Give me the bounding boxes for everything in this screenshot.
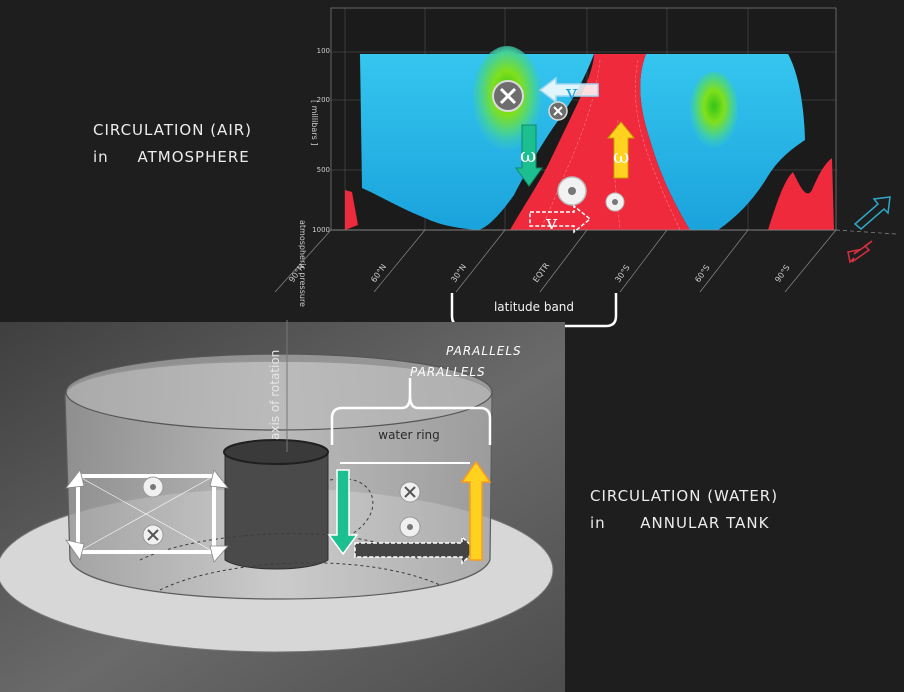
pressure-tick-100: 100 xyxy=(317,47,330,55)
latitude-tick-30s: 30°S xyxy=(613,263,631,284)
v-lower-arrow-icon xyxy=(529,204,592,234)
flow-into-page-icon xyxy=(492,80,524,112)
omega-down-arrow-icon xyxy=(515,124,543,187)
tank-rim xyxy=(65,353,493,431)
water-ring-label: water ring xyxy=(378,428,440,442)
omega-up-arrow-icon xyxy=(606,121,636,179)
inner-cylinder-top xyxy=(223,439,329,465)
parallels-upper-label: PARALLELS xyxy=(446,344,522,358)
water-caption-line1: CIRCULATION (WATER) xyxy=(590,487,779,505)
spiral-flow-lines xyxy=(139,478,441,591)
left-cell-corner-arrows xyxy=(65,469,229,563)
jet-core-south xyxy=(690,72,738,148)
chart-ylabel-line1: atmospheric pressure xyxy=(298,220,307,307)
right-cell-bottom-arrow-icon xyxy=(354,535,478,565)
chart-floor xyxy=(274,229,897,293)
omega-down-symbol: ω xyxy=(520,143,536,167)
pressure-tick-500: 500 xyxy=(317,166,330,174)
right-into-page-icon xyxy=(399,481,421,503)
parallels-lower-label: PARALLELS xyxy=(410,365,486,379)
air-circulation-caption: CIRCULATION (AIR) in ATMOSPHERE xyxy=(93,117,252,171)
chart-ylabel-line2: [ millibars ] xyxy=(310,100,319,145)
water-caption-line2: in ANNULAR TANK xyxy=(590,514,770,532)
flow-out-of-page-icon xyxy=(557,176,587,206)
latitude-band-label: latitude band xyxy=(494,300,574,314)
omega-up-symbol: ω xyxy=(613,144,629,168)
air-caption-line2: in ATMOSPHERE xyxy=(93,148,250,166)
v-upper-arrow-icon xyxy=(538,76,599,104)
left-out-of-page-icon xyxy=(142,476,164,498)
atmosphere-chart: 100 200 500 1000 atmospheric pressure [ … xyxy=(274,7,897,307)
latitude-tick-60n: 60°N xyxy=(369,262,388,284)
axis-of-rotation-label: axis of rotation xyxy=(268,350,282,440)
inflow-arrow-icon xyxy=(847,240,873,264)
air-caption-line1: CIRCULATION (AIR) xyxy=(93,121,253,139)
warm-region-south-pole xyxy=(768,158,834,230)
v-lower-symbol: v xyxy=(545,210,558,234)
latitude-tick-30n: 30°N xyxy=(449,262,468,284)
v-upper-symbol: v xyxy=(565,80,578,104)
warm-region-tropics xyxy=(510,54,690,230)
annular-tank-photo: axis of rotation xyxy=(0,320,565,692)
tank-up-arrow-icon xyxy=(460,460,492,561)
water-circulation-caption: CIRCULATION (WATER) in ANNULAR TANK xyxy=(590,483,778,537)
flow-into-page-small-icon xyxy=(548,101,568,121)
inner-cylinder xyxy=(224,451,329,570)
warm-region-north-pole xyxy=(345,190,358,230)
water-ring-bracket xyxy=(330,378,492,445)
right-out-of-page-icon xyxy=(399,516,421,538)
outflow-arrow-icon xyxy=(853,196,891,230)
left-convection-cell xyxy=(76,474,216,554)
latitude-tick-90s: 90°S xyxy=(773,263,791,284)
tank-down-arrow-icon xyxy=(327,469,359,556)
left-into-page-icon xyxy=(142,524,164,546)
flow-out-of-page-small-icon xyxy=(605,192,625,212)
pressure-tick-200: 200 xyxy=(317,96,330,104)
pressure-tick-1000: 1000 xyxy=(312,226,330,234)
